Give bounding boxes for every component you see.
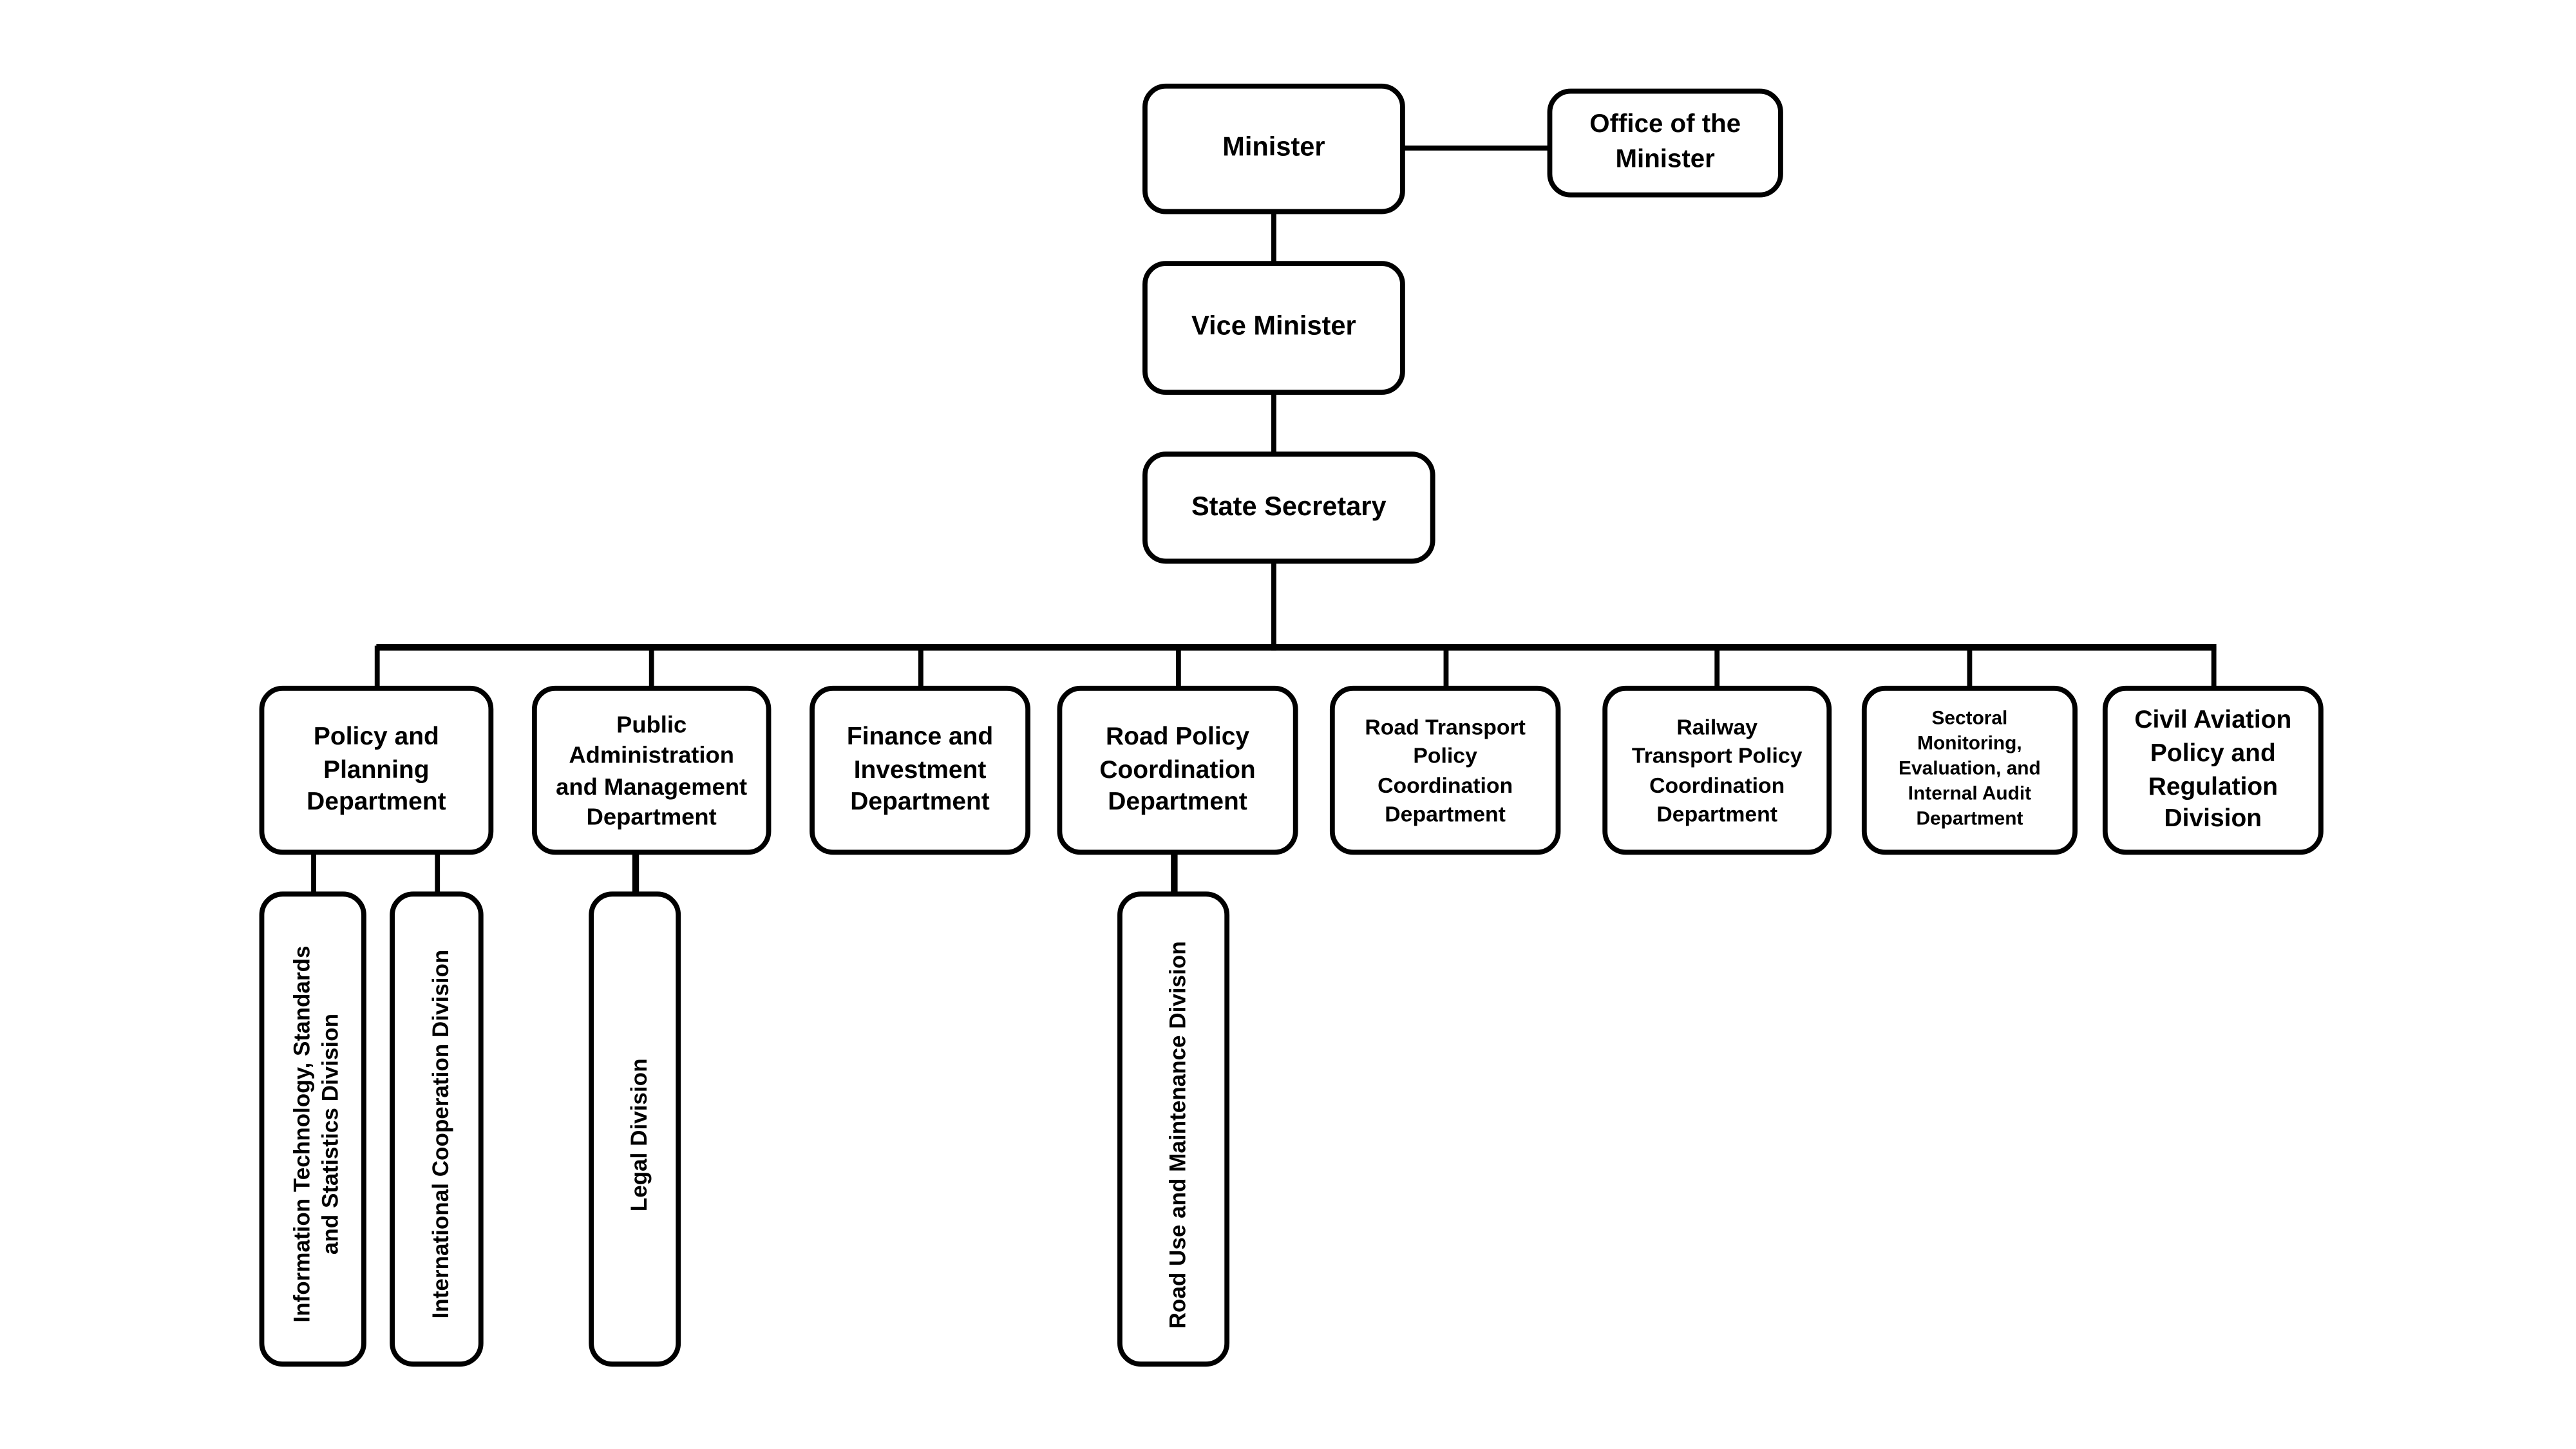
connector-state-secretary-bus xyxy=(1270,556,1276,651)
node-office-of-the-minister: Office of the Minister xyxy=(1547,88,1783,198)
connector-stub-road-use-division xyxy=(1171,849,1177,895)
node-dept-finance-and-investment: Finance and Investment Department xyxy=(810,685,1030,855)
node-dept-railway-transport-policy-coordination: Railway Transport Policy Coordination De… xyxy=(1602,685,1832,855)
node-vice-minister: Vice Minister xyxy=(1142,261,1405,395)
connector-vice-state-secretary xyxy=(1270,388,1276,459)
connector-drop-dept-2 xyxy=(648,645,654,690)
connector-drop-dept-3 xyxy=(917,645,923,690)
connector-drop-dept-1 xyxy=(374,645,380,690)
division-label-international-cooperation: International Cooperation Division xyxy=(427,949,453,1319)
connector-drop-dept-6 xyxy=(1714,645,1720,690)
node-dept-road-transport-policy-coordination: Road Transport Policy Coordination Depar… xyxy=(1329,685,1561,855)
node-division-infotech-standards-statistics: Information Technology, Standards and St… xyxy=(259,891,366,1367)
connector-stub-infotech-division xyxy=(310,849,316,895)
division-label-legal: Legal Division xyxy=(625,1057,651,1211)
node-state-secretary: State Secretary xyxy=(1142,451,1435,564)
connector-bus xyxy=(376,643,2217,650)
connector-stub-legal-division xyxy=(632,849,638,895)
division-label-road-use-and-maintenance: Road Use and Maintenance Division xyxy=(1164,940,1189,1329)
connector-minister-vice xyxy=(1270,207,1276,268)
node-division-road-use-and-maintenance: Road Use and Maintenance Division xyxy=(1117,891,1230,1367)
node-dept-public-administration-and-management: Public Administration and Management Dep… xyxy=(531,685,772,855)
node-dept-civil-aviation-policy-and-regulation: Civil Aviation Policy and Regulation Div… xyxy=(2102,685,2324,855)
connector-drop-dept-5 xyxy=(1443,645,1449,690)
node-division-legal: Legal Division xyxy=(589,891,681,1367)
node-dept-road-policy-coordination: Road Policy Coordination Department xyxy=(1057,685,1298,855)
node-division-international-cooperation: International Cooperation Division xyxy=(390,891,484,1367)
connector-stub-intl-coop-division xyxy=(434,849,440,895)
connector-drop-dept-8 xyxy=(2210,645,2217,690)
connector-drop-dept-7 xyxy=(1966,645,1973,690)
node-dept-sectoral-monitoring-evaluation-audit: Sectoral Monitoring, Evaluation, and Int… xyxy=(1861,685,2078,855)
node-minister: Minister xyxy=(1142,83,1405,214)
connector-drop-dept-4 xyxy=(1175,645,1181,690)
node-dept-policy-and-planning: Policy and Planning Department xyxy=(259,685,494,855)
connector-minister-office xyxy=(1398,144,1554,151)
division-label-infotech-standards-statistics: Information Technology, Standards and St… xyxy=(289,945,343,1323)
